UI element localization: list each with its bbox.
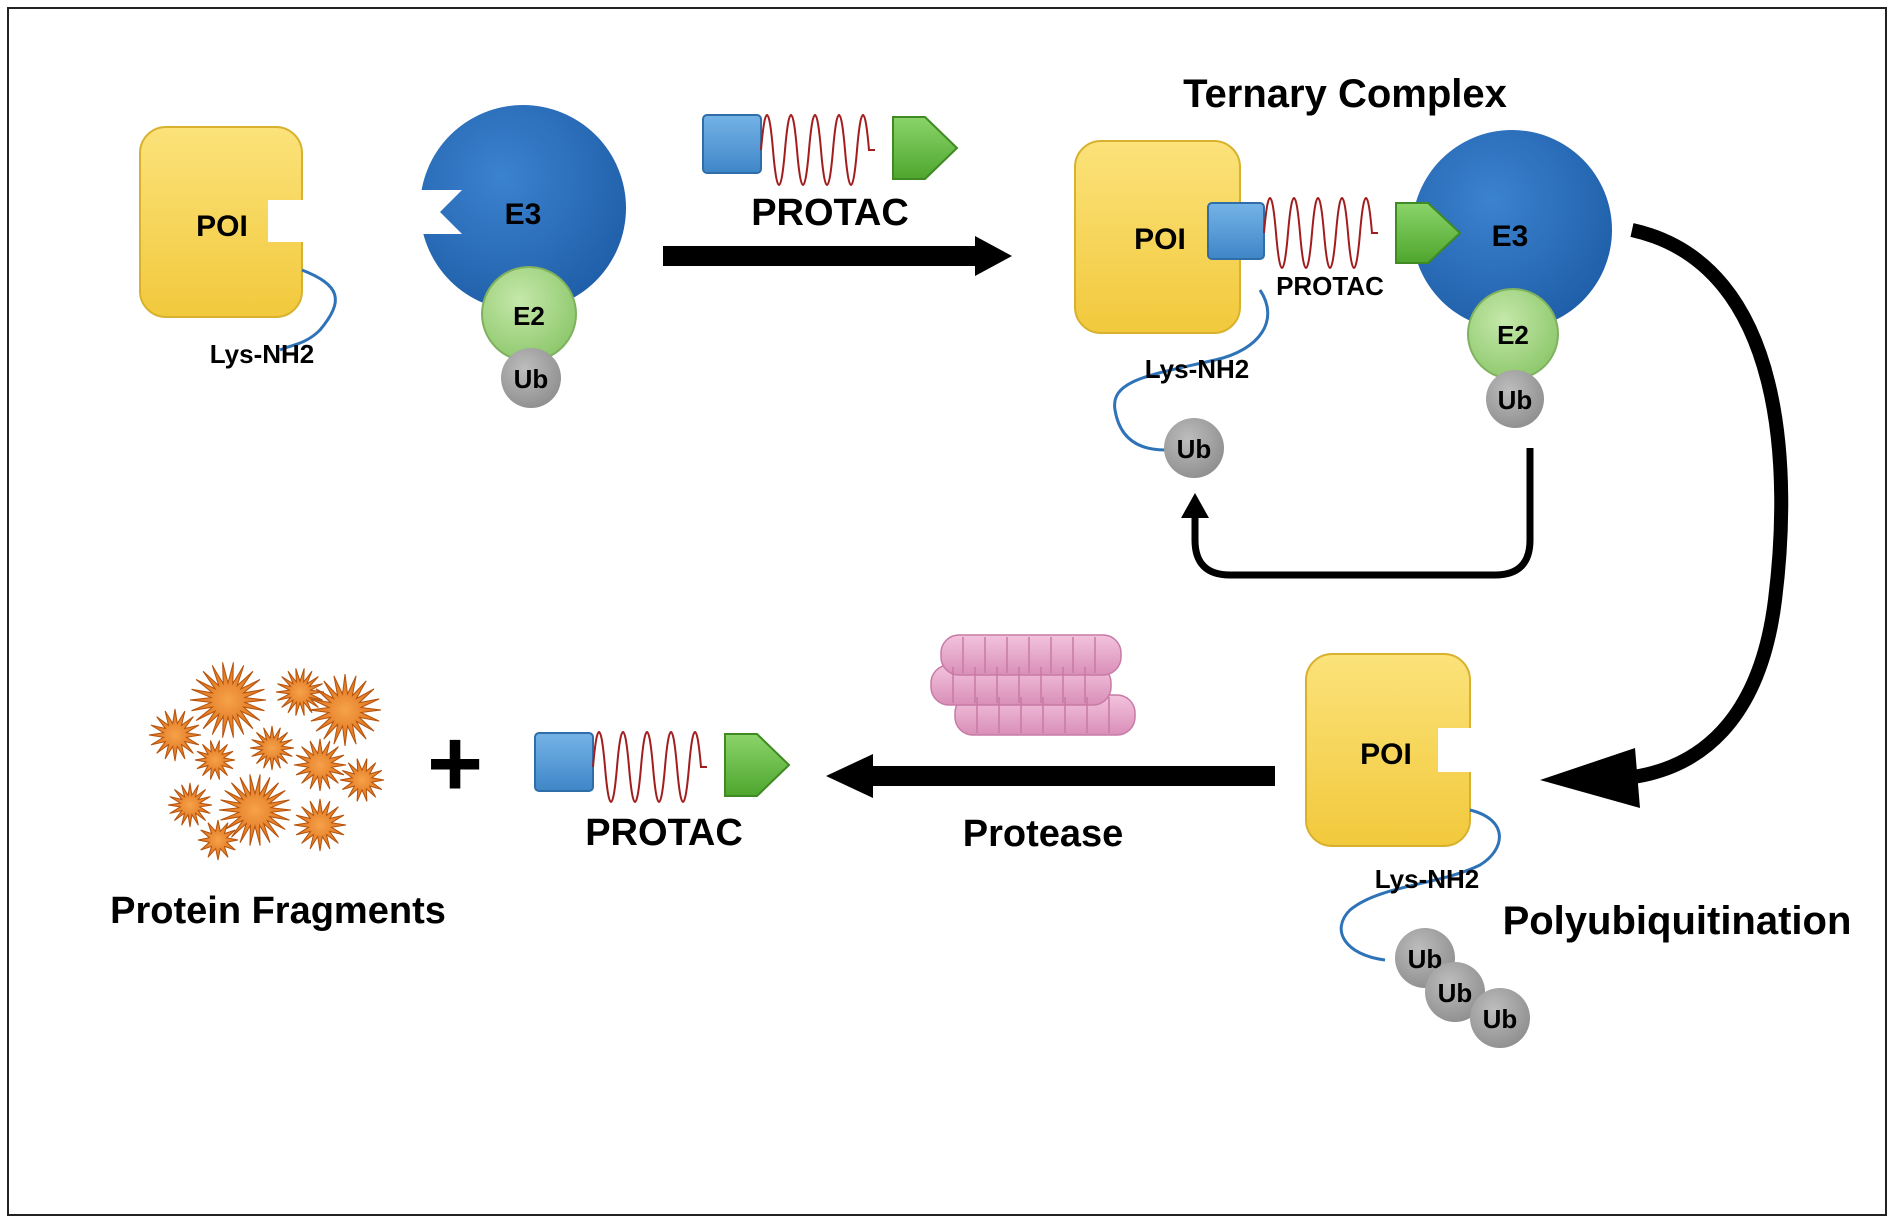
poi-polyubiquitinated: POI: [1305, 653, 1476, 847]
ubiquitin: Ub: [1470, 988, 1530, 1048]
protac-label-top: PROTAC: [751, 192, 909, 234]
plus-sign: +: [427, 710, 483, 817]
ubiquitin: Ub: [1486, 370, 1544, 428]
svg-text:Ub: Ub: [1177, 434, 1212, 464]
e3-ligase-free: E3: [418, 105, 626, 311]
fragment-shard: [189, 662, 267, 738]
fragment-shard: [293, 738, 347, 792]
svg-text:Ub: Ub: [514, 364, 549, 394]
e2-label: E2: [513, 301, 545, 331]
fragment-shard: [167, 782, 213, 828]
ubiquitin: Ub: [501, 348, 561, 408]
fragment-shard: [249, 725, 295, 771]
e3-label: E3: [505, 198, 542, 231]
svg-text:E2: E2: [1497, 320, 1529, 350]
lys-chain: [1339, 808, 1501, 962]
svg-text:Ub: Ub: [1498, 385, 1533, 415]
poi-label: POI: [196, 210, 248, 243]
protac-molecule-recycled: [534, 731, 791, 803]
ternary-complex-title: Ternary Complex: [1183, 72, 1507, 116]
lys-chain: [279, 268, 337, 352]
diagram-border: [7, 7, 1887, 1216]
svg-text:POI: POI: [1360, 738, 1412, 771]
poi-free: POI: [139, 126, 308, 318]
protac-molecule-top: [702, 114, 959, 186]
e3-ligase-ternary: E3: [1412, 130, 1612, 330]
fragment-shard: [148, 708, 202, 762]
polyubiquitination-label: Polyubiquitination: [1503, 899, 1852, 943]
svg-text:Ub: Ub: [1438, 978, 1473, 1008]
lys-chain: [1113, 289, 1270, 452]
ubiquitin: Ub: [1425, 962, 1485, 1022]
arrow-to-ternary: [663, 236, 1012, 276]
svg-text:Ub: Ub: [1483, 1004, 1518, 1034]
fragment-shard: [293, 798, 347, 852]
lys-label: Lys-NH2: [1145, 354, 1250, 384]
fragment-shard: [218, 774, 292, 846]
poi-ternary: POI: [1074, 140, 1241, 334]
svg-text:POI: POI: [1134, 223, 1186, 256]
protein-fragments-label: Protein Fragments: [110, 890, 446, 932]
e2-enzyme-free: E2: [481, 266, 577, 362]
protac-label-bottom: PROTAC: [585, 812, 743, 854]
lys-label: Lys-NH2: [210, 339, 315, 369]
proteasome-icon: [930, 634, 1136, 736]
lys-label: Lys-NH2: [1375, 864, 1480, 894]
svg-text:E3: E3: [1492, 220, 1529, 253]
curved-arrow-to-polyubiquitination: [1540, 223, 1789, 808]
fragment-shard: [308, 673, 382, 747]
polyubiquitin-chain: Ub Ub Ub: [1395, 928, 1530, 1048]
arrow-to-degradation: [826, 754, 1275, 798]
protac-label-ternary: PROTAC: [1276, 271, 1384, 301]
fragment-shard: [197, 819, 239, 861]
protac-molecule-ternary: [1207, 197, 1462, 269]
protein-fragments-icon: [148, 662, 385, 861]
fragment-shard: [194, 740, 236, 780]
fragment-shard: [275, 668, 325, 716]
fragment-shard: [339, 758, 385, 802]
ubiquitin: Ub: [1164, 418, 1224, 478]
protease-label: Protease: [963, 813, 1124, 855]
e2-enzyme-ternary: E2: [1467, 288, 1559, 380]
ub-transfer-arrow: [1181, 448, 1534, 579]
